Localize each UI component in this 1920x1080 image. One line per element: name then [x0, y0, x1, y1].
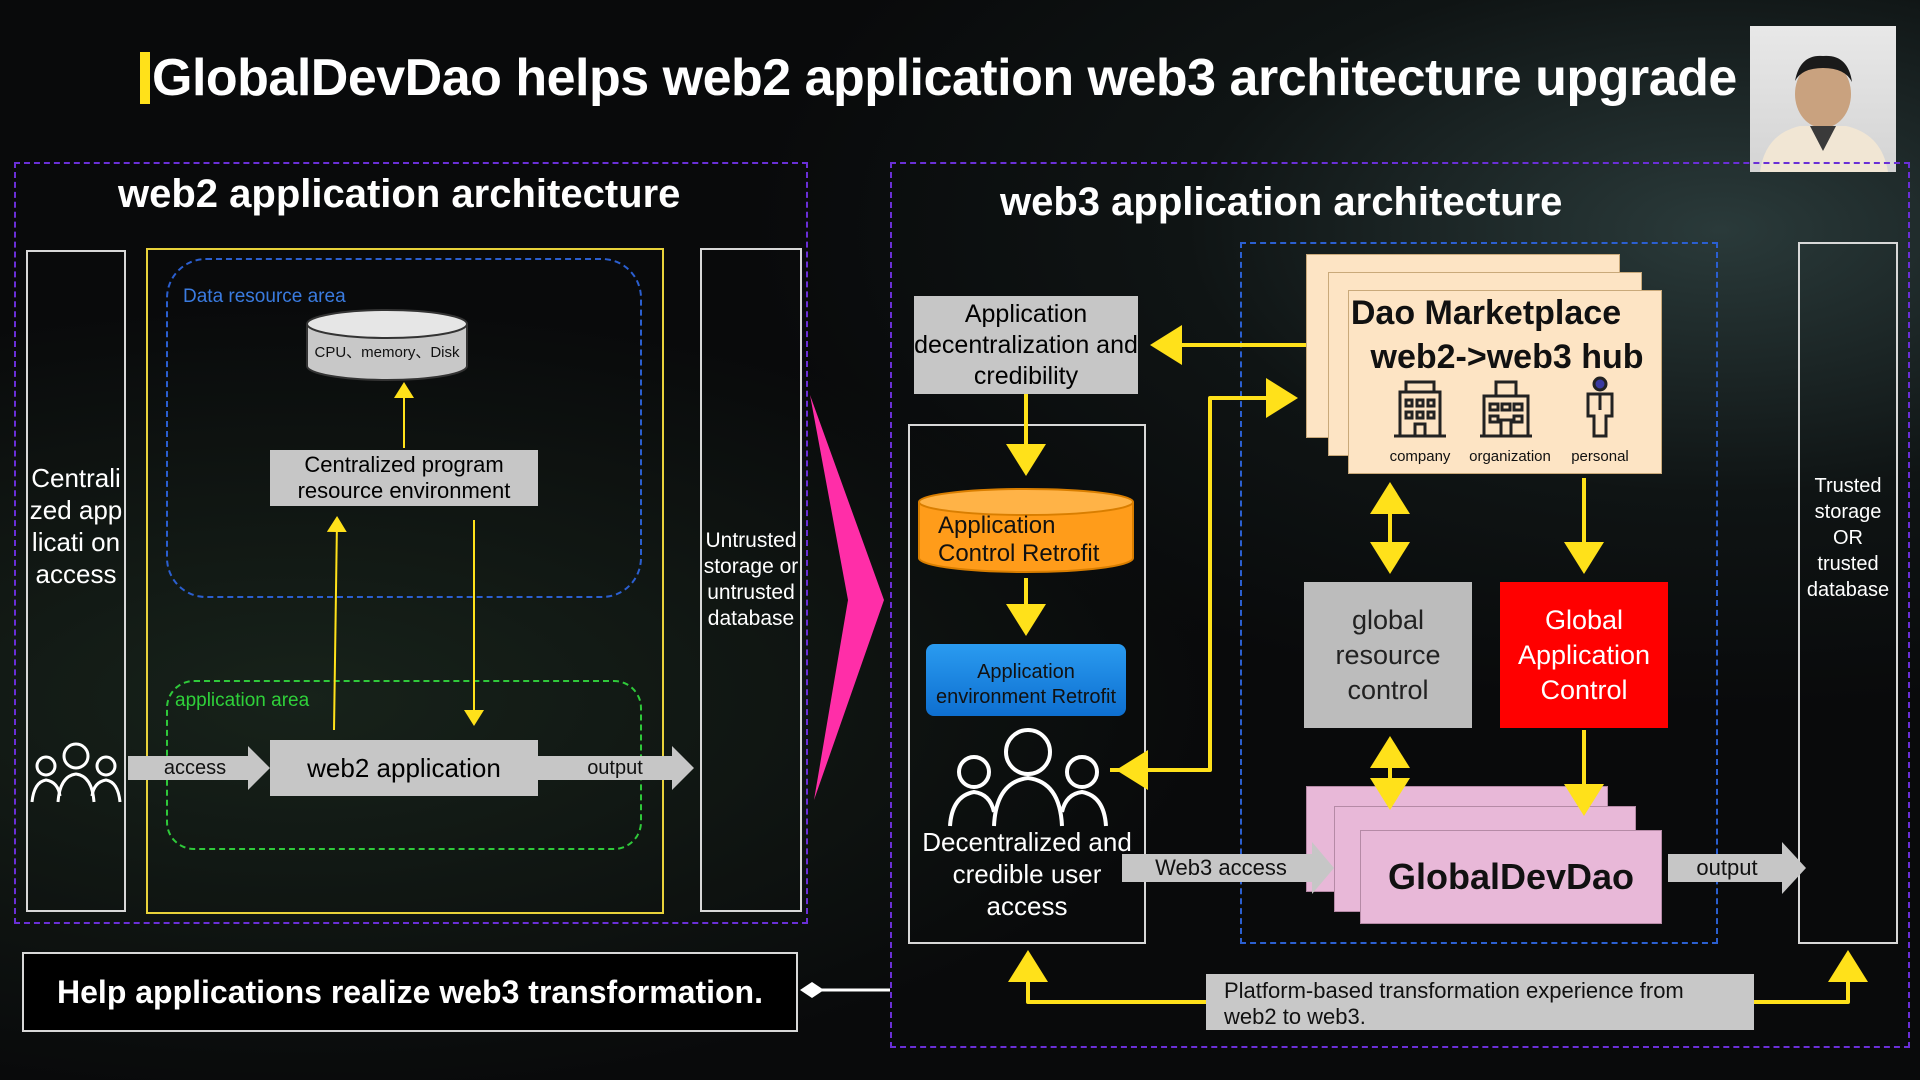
- personal-person-icon: [1586, 376, 1614, 438]
- web3-output-arrow: [1668, 842, 1806, 894]
- marketplace-subtitle: web2->web3 hub: [1370, 338, 1644, 376]
- data-resource-area-label: Data resource area: [183, 286, 346, 307]
- web2-system-box: [146, 248, 664, 914]
- company-label: company: [1389, 448, 1451, 465]
- resource-cylinder-label: CPU、memory、Disk: [314, 343, 460, 361]
- application-area-label: application area: [175, 690, 310, 711]
- transition-chevron: [810, 395, 884, 800]
- organization-label: organization: [1469, 448, 1551, 465]
- resource-cylinder-icon: [306, 309, 468, 381]
- web2-heading: web2 application architecture: [118, 172, 681, 216]
- web2-right-column: Untrusted storage or untrusted database: [700, 248, 802, 912]
- bottom-banner-text: Help applications realize web3 transform…: [57, 973, 763, 1010]
- personal-label: personal: [1571, 448, 1629, 465]
- web2-output-arrow: [538, 746, 694, 790]
- web2-access-label: access: [163, 756, 227, 779]
- web2-left-column: Centrali zed applicati on access: [26, 250, 126, 912]
- web3-access-label: Web3 access: [1155, 855, 1287, 880]
- web3-right-column-label: Trusted storage OR trusted database: [1806, 475, 1890, 601]
- company-building-icon: [1394, 380, 1446, 438]
- web2-right-column-label: Untrusted storage or untrusted database: [703, 529, 799, 630]
- platform-note: Platform-based transformation experience…: [1206, 974, 1754, 1030]
- web3-access-arrow: [1122, 842, 1334, 894]
- global-application-control-box: Global Application Control: [1500, 582, 1668, 728]
- banner-connector: [800, 982, 890, 998]
- bottom-banner: Help applications realize web3 transform…: [22, 952, 798, 1032]
- web3-section: [890, 162, 1910, 1048]
- web2-left-column-label: Centrali zed applicati on access: [29, 463, 123, 589]
- slide-title: GlobalDevDao helps web2 application web3…: [152, 49, 1737, 107]
- control-retrofit-cylinder-icon: [918, 488, 1134, 573]
- global-resource-control-box: global resource control: [1304, 582, 1472, 728]
- environment-retrofit-box: Application environment Retrofit: [926, 644, 1126, 716]
- organization-building-icon: [1480, 380, 1532, 438]
- globaldevdao-box: GlobalDevDao: [1360, 830, 1662, 924]
- web3-right-column: Trusted storage OR trusted database: [1798, 242, 1898, 944]
- control-retrofit-label: Application Control Retrofit: [938, 512, 1100, 567]
- centralized-env-box: Centralized program resource environment: [270, 450, 538, 506]
- users-icon: [30, 742, 122, 803]
- title-accent-bar: [140, 52, 150, 104]
- data-resource-area: [166, 258, 642, 598]
- presenter-avatar-icon: [1760, 55, 1888, 172]
- decentralized-users-icon: [948, 728, 1108, 827]
- web2-section: [14, 162, 808, 924]
- web3-heading: web3 application architecture: [1000, 180, 1563, 224]
- app-decentralization-box: Application decentralization and credibi…: [914, 296, 1138, 394]
- marketplace-title: Dao Marketplace: [1350, 294, 1622, 332]
- dao-platform-area: [1240, 242, 1718, 944]
- web2-application-box: web2 application: [270, 740, 538, 796]
- web2-output-label: output: [587, 756, 643, 779]
- presenter-video: [1750, 26, 1896, 172]
- web2-access-arrow: [128, 746, 270, 790]
- web3-output-label: output: [1696, 855, 1758, 880]
- user-access-label: Decentralized and credible user access: [922, 827, 1132, 921]
